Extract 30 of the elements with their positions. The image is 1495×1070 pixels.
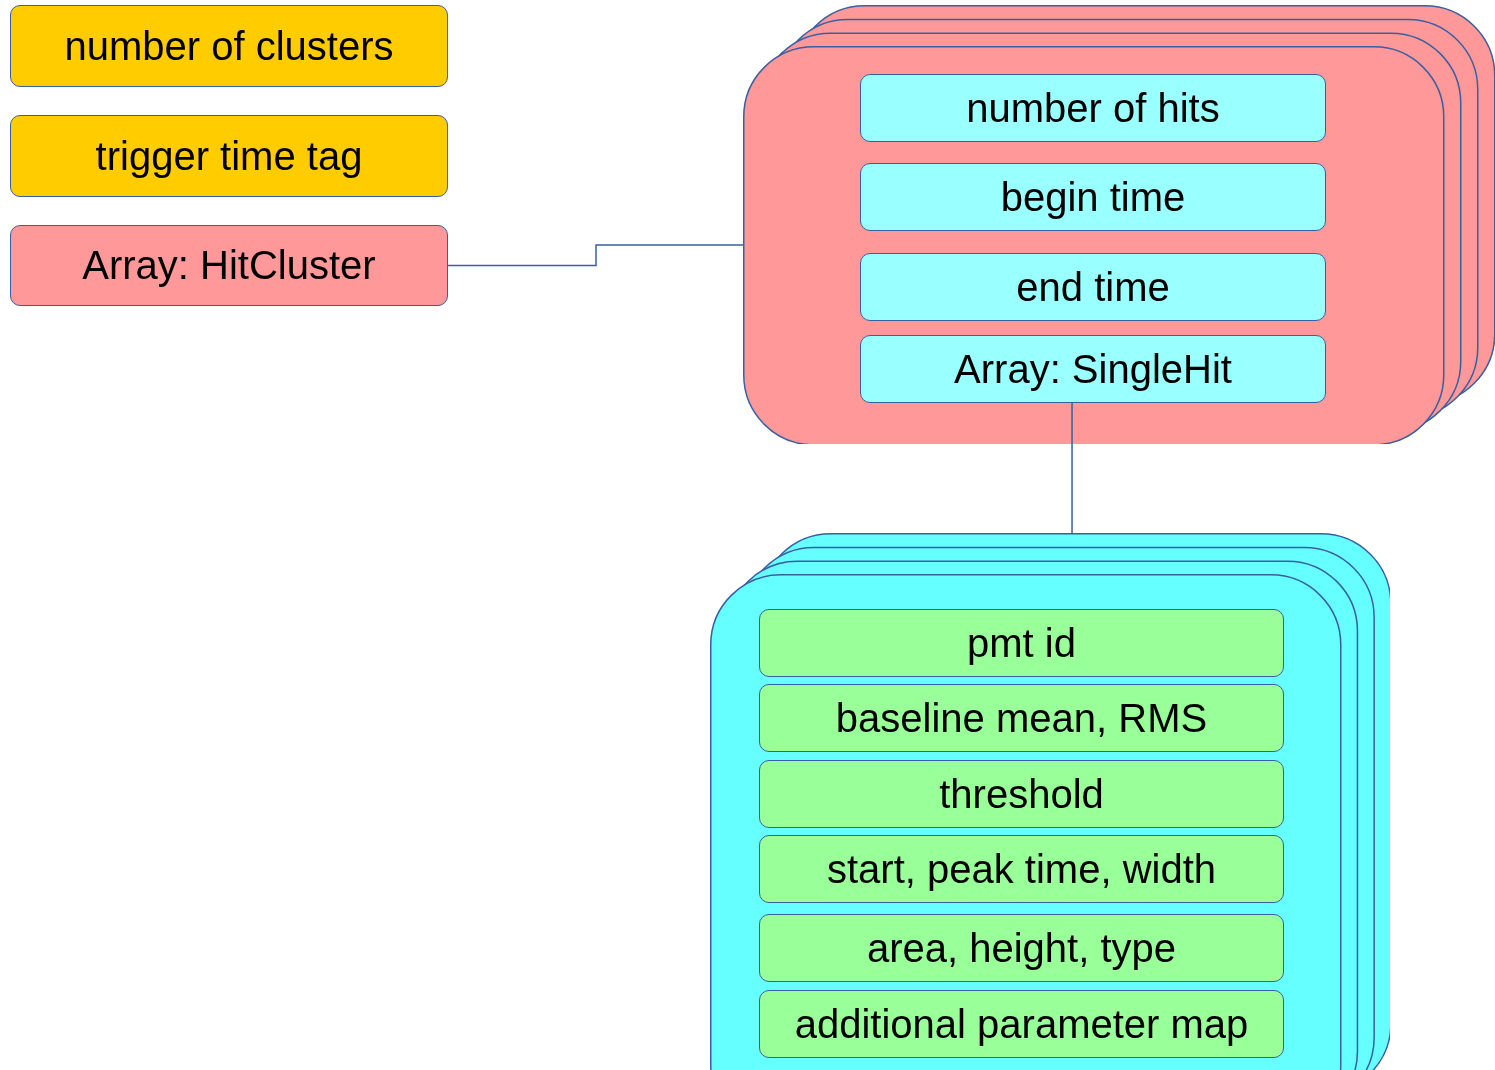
stacked-card-stack [710,533,1390,1070]
field-box [759,760,1284,828]
connector-line [1071,402,1073,534]
field-box [10,115,448,197]
field-box [860,335,1326,403]
field-label: number of clusters [64,23,394,69]
field-box [860,74,1326,142]
field-label: end time [1016,264,1170,310]
connector-line [447,244,744,267]
field-box [759,684,1284,752]
field-box [860,253,1326,321]
field-label: number of hits [966,85,1220,131]
field-box [759,990,1284,1058]
field-label: additional parameter map [794,1001,1249,1047]
field-label: start, peak time, width [826,846,1216,892]
field-label: begin time [1000,174,1186,220]
field-label: baseline mean, RMS [835,695,1208,741]
field-label: pmt id [967,620,1076,666]
field-label: Array: HitCluster [82,243,376,288]
field-box [860,163,1326,231]
field-box [10,5,448,87]
field-label: trigger time tag [95,133,363,179]
field-box [759,609,1284,677]
field-label: threshold [939,771,1104,817]
field-label: Array: SingleHit [954,346,1232,392]
field-box [759,835,1284,903]
stacked-card-stack [743,5,1495,444]
field-box [10,225,448,306]
field-label: area, height, type [866,925,1177,971]
field-box [759,914,1284,982]
